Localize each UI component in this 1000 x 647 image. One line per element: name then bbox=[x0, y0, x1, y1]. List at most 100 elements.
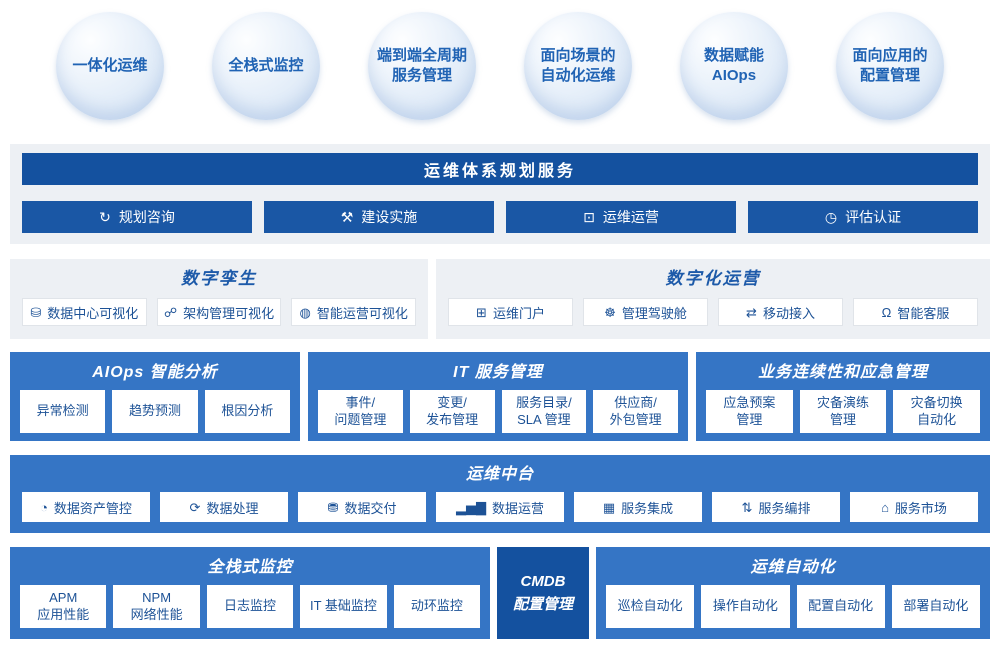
aiops-title: AIOps 智能分析 bbox=[92, 364, 218, 381]
refresh-icon: ↻ bbox=[99, 209, 111, 225]
badge-data-aiops: 数据赋能 AIOps bbox=[680, 12, 788, 120]
bcm-items: 应急预案 管理 灾备演练 管理 灾备切换 自动化 bbox=[706, 390, 981, 433]
middle-platform-title: 运维中台 bbox=[465, 466, 534, 483]
aiops-item-anomaly: 异常检测 bbox=[20, 390, 106, 433]
aiops-item-rootcause: 根因分析 bbox=[204, 390, 290, 433]
automation-item-config: 配置自动化 bbox=[796, 585, 885, 628]
chip-label: 数据交付 bbox=[344, 500, 397, 516]
planning-item-implementation: ⚒ 建设实施 bbox=[264, 201, 494, 233]
database-icon: ⛁ bbox=[30, 304, 42, 320]
process-cycle-icon: ⟳ bbox=[189, 499, 201, 515]
gauge-icon: ◷ bbox=[824, 209, 838, 225]
itsm-items: 事件/ 问题管理 变更/ 发布管理 服务目录/ SLA 管理 供应商/ 外包管理 bbox=[318, 390, 678, 433]
platform-item-data-operation: ▂▅▇ 数据运营 bbox=[436, 492, 564, 522]
planning-items: ↻ 规划咨询 ⚒ 建设实施 ⊡ 运维运营 ◷ 评估认证 bbox=[22, 201, 978, 233]
platform-item-service-orchestration: ⇅ 服务编排 bbox=[712, 492, 840, 522]
badge-label: 一体化运维 bbox=[72, 56, 148, 74]
badge-label: 端到端全周期 服务管理 bbox=[376, 46, 467, 84]
platform-item-service-integration: ▦ 服务集成 bbox=[574, 492, 702, 522]
planning-item-label: 建设实施 bbox=[361, 209, 418, 225]
database-icon: ⛃ bbox=[327, 499, 339, 515]
automation-title: 运维自动化 bbox=[750, 559, 836, 576]
planning-section: 运维体系规划服务 ↻ 规划咨询 ⚒ 建设实施 ⊡ 运维运营 ◷ 评估认证 bbox=[10, 144, 990, 244]
chip-label: 服务编排 bbox=[758, 500, 811, 516]
digital-twin-items: ⛁ 数据中心可视化 ☍ 架构管理可视化 ◍ 智能运营可视化 bbox=[22, 298, 417, 326]
chip-label: 智能运营可视化 bbox=[316, 305, 408, 321]
planning-item-label: 评估认证 bbox=[845, 209, 902, 225]
monitor-icon: ⊡ bbox=[583, 209, 595, 225]
twin-item-smartops-viz: ◍ 智能运营可视化 bbox=[291, 298, 417, 326]
automation-panel: 运维自动化 巡检自动化 操作自动化 配置自动化 部署自动化 bbox=[596, 547, 990, 639]
itsm-item-incident: 事件/ 问题管理 bbox=[318, 390, 403, 433]
digital-twin-title: 数字孪生 bbox=[181, 269, 257, 288]
chip-label: 架构管理可视化 bbox=[183, 305, 275, 321]
aiops-item-trend: 趋势预测 bbox=[112, 390, 198, 433]
badge-label: 面向场景的 自动化运维 bbox=[540, 46, 616, 84]
twin-item-datacenter-viz: ⛁ 数据中心可视化 bbox=[22, 298, 147, 326]
ops-item-portal: ⊞ 运维门户 bbox=[448, 298, 573, 326]
analysis-row: AIOps 智能分析 异常检测 趋势预测 根因分析 IT 服务管理 事件/ 问题… bbox=[10, 352, 990, 441]
badge-label: 全栈式监控 bbox=[228, 56, 304, 74]
bottom-row: 全栈式监控 APM 应用性能 NPM 网络性能 日志监控 IT 基础监控 动环监… bbox=[10, 547, 990, 639]
middle-platform-panel: 运维中台 ◔ 数据资产管控 ⟳ 数据处理 ⛃ 数据交付 ▂▅▇ 数据运营 ▦ 服… bbox=[10, 455, 990, 533]
topology-icon: ☍ bbox=[163, 304, 178, 320]
platform-item-data-processing: ⟳ 数据处理 bbox=[160, 492, 288, 522]
digital-twin-section: 数字孪生 ⛁ 数据中心可视化 ☍ 架构管理可视化 ◍ 智能运营可视化 bbox=[10, 259, 428, 339]
aiops-items: 异常检测 趋势预测 根因分析 bbox=[20, 390, 290, 433]
itsm-item-change: 变更/ 发布管理 bbox=[409, 390, 495, 433]
capability-badges: 一体化运维 全栈式监控 端到端全周期 服务管理 面向场景的 自动化运维 数据赋能… bbox=[56, 12, 944, 120]
planning-item-label: 规划咨询 bbox=[118, 209, 175, 225]
bcm-item-emergency-plan: 应急预案 管理 bbox=[706, 390, 793, 433]
store-icon: ⌂ bbox=[881, 499, 889, 515]
ops-item-smart-service: Ω 智能客服 bbox=[853, 298, 978, 326]
monitoring-items: APM 应用性能 NPM 网络性能 日志监控 IT 基础监控 动环监控 bbox=[20, 585, 481, 628]
digital-operation-items: ⊞ 运维门户 ☸ 管理驾驶舱 ⇄ 移动接入 Ω 智能客服 bbox=[448, 298, 978, 326]
platform-item-data-asset: ◔ 数据资产管控 bbox=[22, 492, 150, 522]
badge-scenario-automation: 面向场景的 自动化运维 bbox=[524, 12, 632, 120]
itsm-item-catalog-sla: 服务目录/ SLA 管理 bbox=[501, 390, 587, 433]
bcm-title: 业务连续性和应急管理 bbox=[757, 364, 928, 381]
cmdb-title: CMDB 配置管理 bbox=[512, 572, 573, 613]
planning-item-certification: ◷ 评估认证 bbox=[748, 201, 978, 233]
portal-icon: ⊞ bbox=[476, 304, 487, 320]
monitoring-item-it-infra: IT 基础监控 bbox=[300, 585, 387, 628]
pie-chart-icon: ◔ bbox=[40, 499, 48, 515]
itsm-panel: IT 服务管理 事件/ 问题管理 变更/ 发布管理 服务目录/ SLA 管理 供… bbox=[308, 352, 688, 441]
badge-label: 面向应用的 配置管理 bbox=[852, 46, 928, 84]
sliders-icon: ⇄ bbox=[746, 304, 757, 320]
chip-label: 服务集成 bbox=[621, 500, 674, 516]
platform-item-data-delivery: ⛃ 数据交付 bbox=[298, 492, 426, 522]
chip-label: 数据运营 bbox=[491, 500, 544, 516]
cmdb-panel: CMDB 配置管理 bbox=[497, 547, 589, 639]
chip-label: 智能客服 bbox=[897, 305, 950, 321]
platform-item-service-market: ⌂ 服务市场 bbox=[850, 492, 978, 522]
chip-label: 数据资产管控 bbox=[53, 500, 132, 516]
chip-label: 运维门户 bbox=[492, 305, 545, 321]
planning-item-consulting: ↻ 规划咨询 bbox=[22, 201, 252, 233]
twin-item-architecture-viz: ☍ 架构管理可视化 bbox=[156, 298, 282, 326]
badge-fullstack-monitoring: 全栈式监控 bbox=[212, 12, 320, 120]
automation-item-inspection: 巡检自动化 bbox=[606, 585, 695, 628]
itsm-item-vendor: 供应商/ 外包管理 bbox=[593, 390, 678, 433]
monitoring-item-facility: 动环监控 bbox=[393, 585, 481, 628]
monitoring-item-npm: NPM 网络性能 bbox=[113, 585, 200, 628]
shuffle-icon: ⇅ bbox=[741, 499, 753, 515]
automation-item-deploy: 部署自动化 bbox=[891, 585, 980, 628]
monitoring-title: 全栈式监控 bbox=[207, 559, 293, 576]
monitoring-item-log: 日志监控 bbox=[206, 585, 294, 628]
automation-items: 巡检自动化 操作自动化 配置自动化 部署自动化 bbox=[606, 585, 980, 628]
chip-label: 数据中心可视化 bbox=[47, 305, 139, 321]
itsm-title: IT 服务管理 bbox=[453, 364, 543, 381]
dashboard-icon: ☸ bbox=[604, 304, 616, 320]
chip-label: 管理驾驶舱 bbox=[621, 305, 687, 321]
headset-icon: Ω bbox=[881, 304, 892, 320]
bulb-icon: ◍ bbox=[299, 304, 311, 320]
chip-label: 移动接入 bbox=[762, 305, 815, 321]
chip-label: 服务市场 bbox=[894, 500, 947, 516]
monitoring-panel: 全栈式监控 APM 应用性能 NPM 网络性能 日志监控 IT 基础监控 动环监… bbox=[10, 547, 490, 639]
monitoring-item-apm: APM 应用性能 bbox=[20, 585, 107, 628]
middle-platform-items: ◔ 数据资产管控 ⟳ 数据处理 ⛃ 数据交付 ▂▅▇ 数据运营 ▦ 服务集成 ⇅… bbox=[22, 492, 978, 522]
badge-end-to-end-service: 端到端全周期 服务管理 bbox=[368, 12, 476, 120]
aiops-panel: AIOps 智能分析 异常检测 趋势预测 根因分析 bbox=[10, 352, 300, 441]
